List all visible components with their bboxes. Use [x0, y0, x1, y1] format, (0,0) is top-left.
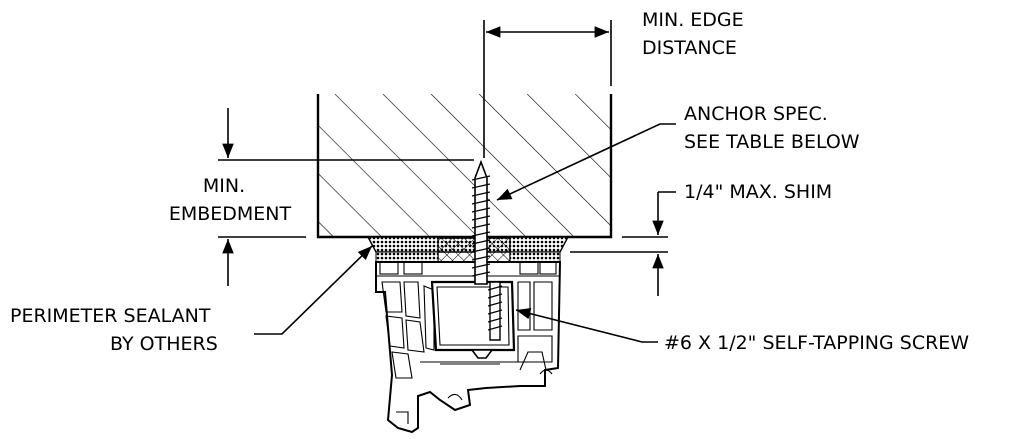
window-frame-profile — [375, 261, 562, 434]
embedment-dimension — [218, 108, 474, 286]
edge-distance-dimension — [483, 20, 612, 158]
edge-distance-label-line2: DISTANCE — [642, 37, 737, 59]
embedment-label-line1: MIN. — [203, 175, 245, 197]
screw-label: #6 X 1/2" SELF-TAPPING SCREW — [664, 332, 969, 354]
sealant-label-line1: PERIMETER SEALANT — [10, 305, 211, 327]
embedment-label-line2: EMBEDMENT — [169, 203, 292, 225]
shim-dimension — [570, 191, 676, 296]
shim-label: 1/4" MAX. SHIM — [684, 181, 832, 203]
leader-lines — [254, 123, 676, 343]
edge-distance-label-line1: MIN. EDGE — [642, 9, 744, 31]
anchor-spec-label-line2: SEE TABLE BELOW — [684, 131, 860, 153]
sealant-label-line2: BY OTHERS — [110, 333, 218, 355]
anchor-screw — [470, 159, 503, 359]
substrate-block — [316, 94, 613, 239]
anchor-spec-label-line1: ANCHOR SPEC. — [684, 103, 828, 125]
